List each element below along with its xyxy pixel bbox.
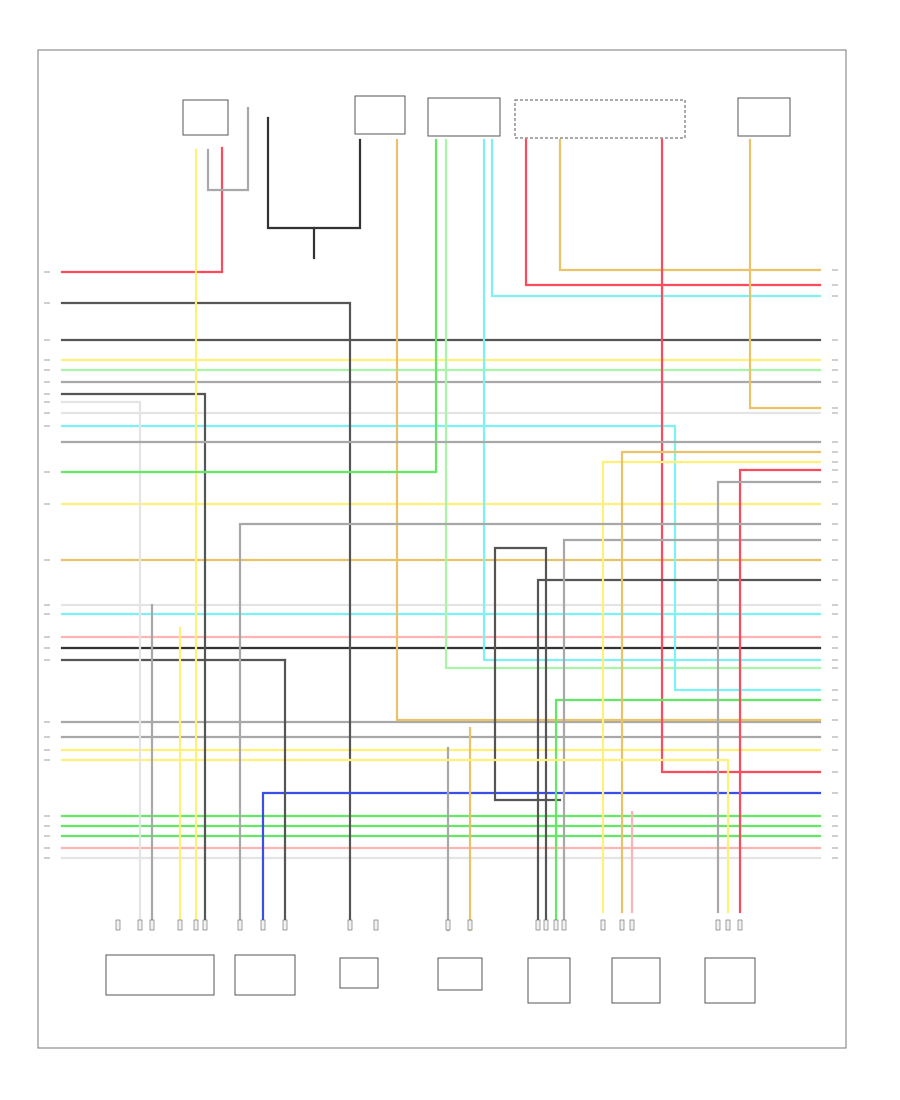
- connector-pin-21: [725, 919, 731, 931]
- top-component-1: [182, 99, 229, 136]
- bottom-component-1-body: [105, 954, 215, 996]
- bottom-component-4: [437, 957, 483, 991]
- top-component-3-body: [427, 97, 501, 137]
- connector-pin-14: [543, 919, 549, 931]
- wire-gray-b7b: [716, 480, 822, 914]
- connector-pin-22: [737, 919, 743, 931]
- wire-labels: [44, 269, 838, 859]
- wire-blue-793: [261, 791, 822, 927]
- diagram-frame: [37, 49, 847, 1049]
- wire-gray-524: [238, 522, 822, 927]
- wire-lt-green-t3b: [444, 138, 822, 670]
- wire-dk-gray-303: [60, 301, 352, 922]
- bottom-component-6-body: [611, 957, 661, 1004]
- bottom-component-6: [611, 957, 661, 1004]
- wire-lt-blue-t3d: [490, 138, 822, 298]
- bottom-component-5-body: [527, 957, 571, 1004]
- bottom-component-3: [339, 957, 379, 989]
- connector-pin-16: [561, 919, 567, 931]
- wire-white-402: [60, 400, 142, 927]
- top-component-4-body: [514, 99, 686, 139]
- wire-gray-b5: [562, 538, 822, 927]
- wire-lt-blue-426b: [673, 424, 822, 692]
- bottom-component-5: [527, 957, 571, 1004]
- connector-pin-18: [619, 919, 625, 931]
- wire-tan-t2: [395, 138, 822, 722]
- connector-pin-17: [600, 919, 606, 931]
- wire-tan-b6b: [620, 450, 822, 914]
- connector-pin-8: [282, 919, 288, 931]
- connector-pin-9: [347, 919, 353, 931]
- wire-gray-t1: [206, 106, 250, 192]
- wire-lt-blue-t3c: [482, 138, 822, 662]
- connector-pin-11: [445, 919, 451, 931]
- bottom-component-2: [234, 954, 296, 996]
- wire-yellow-b7c: [328, 758, 730, 914]
- wires: [60, 106, 822, 932]
- connector-pin-0: [115, 919, 121, 931]
- bottom-component-1: [105, 954, 215, 996]
- connector-pin-20: [715, 919, 721, 931]
- connector-pin-4: [193, 919, 199, 931]
- connector-pin-12: [467, 919, 473, 931]
- connector-pin-1: [137, 919, 143, 931]
- wire-green-b5: [554, 698, 822, 927]
- wire-red-b7a: [738, 468, 822, 914]
- components: [105, 95, 791, 1004]
- wire-tan-t4b: [558, 138, 822, 272]
- wire-green-t3a: [60, 138, 438, 474]
- top-component-4: [514, 99, 686, 139]
- connector-pin-13: [535, 919, 541, 931]
- connector-pin-19: [629, 919, 635, 931]
- wire-red-top-left: [60, 146, 224, 274]
- connector-pin-2: [149, 919, 155, 931]
- wire-red-t4: [524, 138, 822, 287]
- wire-dk-gray-b5a: [536, 578, 822, 927]
- top-component-2-body: [354, 95, 406, 135]
- wire-dk-gray-394: [60, 392, 207, 927]
- wire-black-t2: [266, 116, 362, 230]
- top-component-2: [354, 95, 406, 135]
- bottom-component-4-body: [437, 957, 483, 991]
- connector-pin-10: [373, 919, 379, 931]
- top-component-1-body: [182, 99, 229, 136]
- bottom-component-3-body: [339, 957, 379, 989]
- connector-pin-6: [237, 919, 243, 931]
- top-component-5: [737, 97, 791, 137]
- wire-tan-t5: [748, 138, 822, 410]
- connector-pin-7: [260, 919, 266, 931]
- wire-yellow-b6a: [601, 460, 822, 914]
- bottom-component-2-body: [234, 954, 296, 996]
- bottom-component-7-body: [704, 957, 756, 1004]
- bottom-component-7: [704, 957, 756, 1004]
- connector-pin-5: [202, 919, 208, 931]
- top-component-5-body: [737, 97, 791, 137]
- wire-red-t4c: [660, 138, 822, 774]
- connector-pin-15: [553, 919, 559, 931]
- connector-pin-3: [177, 919, 183, 931]
- wire-dk-gray-b5b: [493, 546, 562, 927]
- top-component-3: [427, 97, 501, 137]
